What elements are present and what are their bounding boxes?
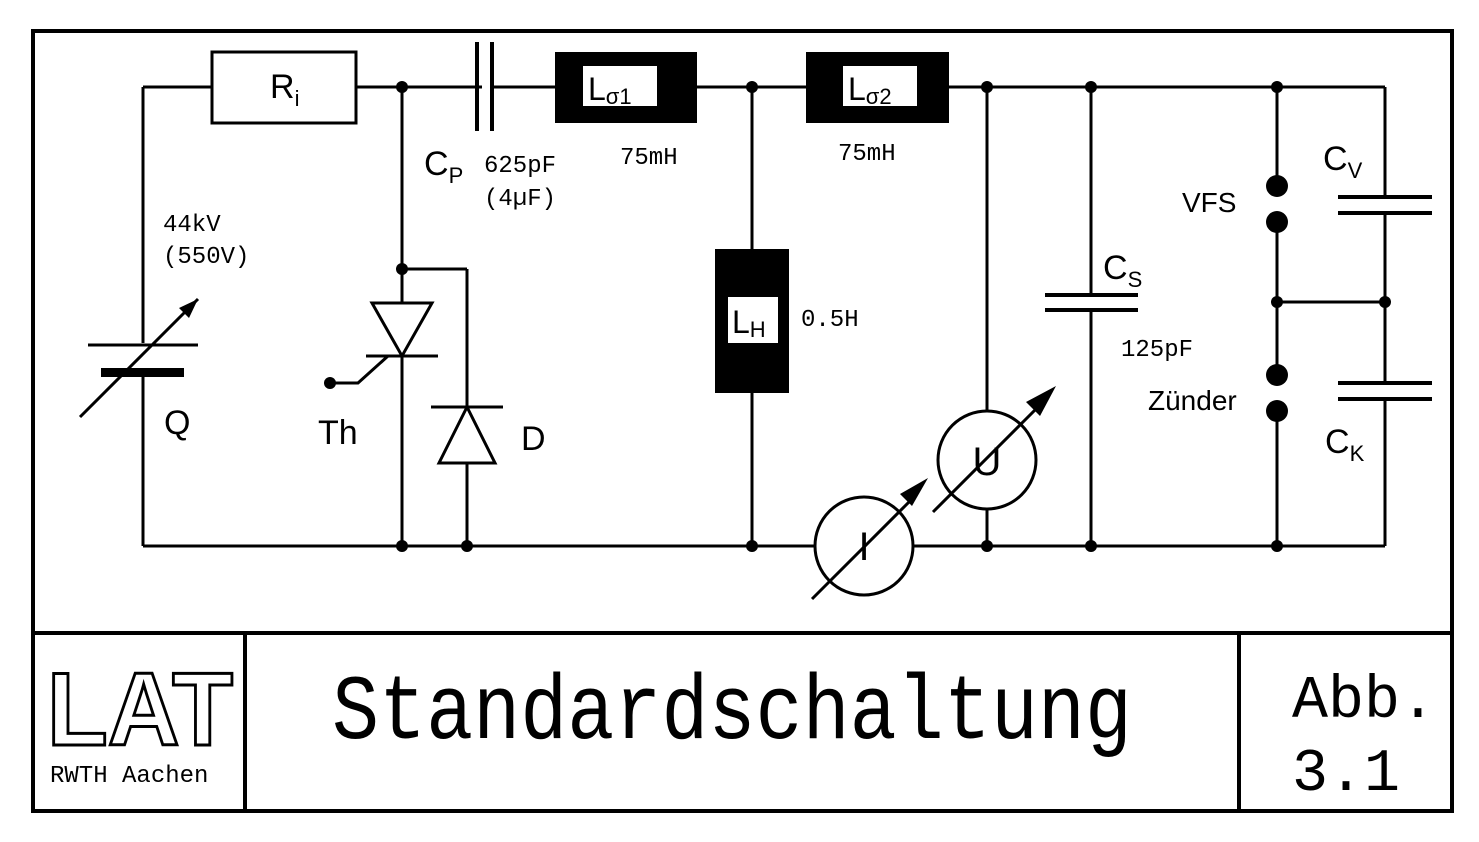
diode-d: D xyxy=(431,403,546,465)
vfs-label: VFS xyxy=(1182,187,1236,218)
lsigma1-label: Lσ1 xyxy=(588,71,632,109)
junction-dots xyxy=(396,81,1391,552)
institution-name: RWTH Aachen xyxy=(50,763,208,790)
thyristor-th: Th xyxy=(318,301,438,452)
cs-label: CS xyxy=(1103,249,1142,292)
lsigma2-label: Lσ2 xyxy=(848,71,892,109)
ammeter-label: I xyxy=(858,525,869,569)
cp-value: 625pF xyxy=(484,153,556,180)
cp-value-alt: (4µF) xyxy=(484,186,556,213)
drawing-title: Standardschaltung xyxy=(332,661,1132,766)
voltmeter-u: U xyxy=(931,386,1056,514)
capacitor-ck: CK xyxy=(1325,381,1432,466)
capacitor-cv: CV xyxy=(1323,140,1432,215)
spark-gap-zuender: Zünder xyxy=(1148,364,1288,422)
title-block: LAT RWTH Aachen Standardschaltung Abb. 3… xyxy=(46,651,1437,810)
ri-label: Ri xyxy=(270,68,299,111)
zuender-label: Zünder xyxy=(1148,385,1237,416)
circuit-wires xyxy=(141,85,1387,548)
resistor-ri: Ri xyxy=(210,50,358,125)
voltmeter-label: U xyxy=(973,440,1002,484)
diode-label: D xyxy=(521,420,546,458)
ck-label: CK xyxy=(1325,423,1365,466)
cv-label: CV xyxy=(1323,140,1363,183)
lh-label: LH xyxy=(732,304,766,342)
source-value-alt: (550V) xyxy=(163,244,249,271)
cp-label: CP xyxy=(424,145,463,188)
inductor-lsigma2: Lσ2 75mH xyxy=(806,52,949,168)
lsigma1-value: 75mH xyxy=(620,145,678,172)
inductor-lsigma1: Lσ1 75mH xyxy=(555,52,697,172)
source-value: 44kV xyxy=(163,212,221,239)
inductor-lh: LH 0.5H xyxy=(715,249,859,393)
figure-number: 3.1 xyxy=(1292,741,1400,809)
capacitor-cs: CS 125pF xyxy=(1045,249,1193,364)
lat-logo: LAT xyxy=(47,652,233,768)
lsigma2-value: 75mH xyxy=(838,141,896,168)
ammeter-i: I xyxy=(810,478,928,601)
source-label: Q xyxy=(164,404,190,442)
capacitor-cp: CP 625pF (4µF) xyxy=(424,42,556,213)
spark-gap-vfs: VFS xyxy=(1182,175,1288,233)
lh-value: 0.5H xyxy=(801,307,859,334)
cs-value: 125pF xyxy=(1121,337,1193,364)
variable-capacitor-source-q: 44kV (550V) Q xyxy=(78,212,249,442)
figure-label: Abb. xyxy=(1292,668,1436,736)
drawing-frame xyxy=(31,29,1454,813)
thyristor-label: Th xyxy=(318,414,358,452)
